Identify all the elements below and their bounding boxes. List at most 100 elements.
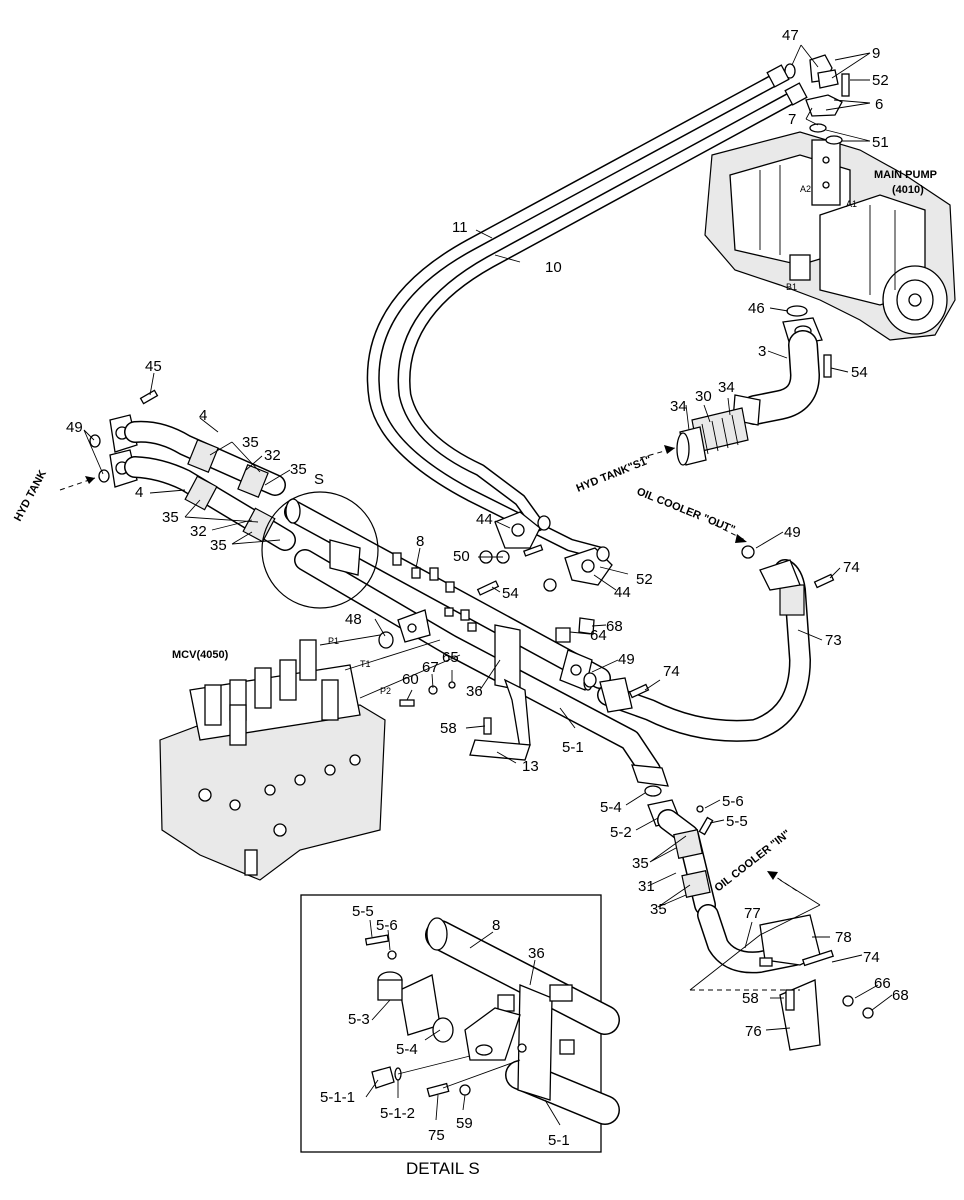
part-label-58: 58	[742, 990, 759, 1007]
detail-label-59: 59	[456, 1115, 473, 1132]
part-label-51: 51	[872, 134, 889, 151]
bracket-13	[469, 678, 531, 761]
part-label-64: 64	[590, 627, 607, 644]
part-label-49: 49	[66, 419, 83, 436]
main-pump-code: (4010)	[892, 184, 924, 196]
part-label-77: 77	[744, 905, 761, 922]
part-label-13: 13	[522, 758, 539, 775]
part-label-74: 74	[863, 949, 880, 966]
part-label-5-4: 5-4	[600, 799, 622, 816]
part-label-54: 54	[502, 585, 519, 602]
part-label-47: 47	[782, 27, 799, 44]
part-label-66: 66	[874, 975, 891, 992]
port-b1-label: B1	[786, 282, 797, 292]
part-label-4: 4	[199, 407, 207, 424]
hyd-tank-arrow	[59, 476, 96, 491]
part-label-31: 31	[638, 878, 655, 895]
main-pump	[704, 131, 956, 341]
part-label-60: 60	[402, 671, 419, 688]
part-label-76: 76	[745, 1023, 762, 1040]
detail-label-5-1-2: 5-1-2	[380, 1105, 415, 1122]
detail-s-caption: DETAIL S	[406, 1159, 480, 1178]
part-label-74: 74	[843, 559, 860, 576]
pump-top-fittings	[784, 54, 850, 145]
hose-11	[366, 70, 787, 560]
part-label-65: 65	[442, 649, 459, 666]
part-label-7: 7	[788, 111, 796, 128]
hose-end-flanges	[494, 511, 613, 586]
mcv-label: MCV(4050)	[172, 649, 229, 661]
detail-label-5-1-1: 5-1-1	[320, 1089, 355, 1106]
main-pump-label: MAIN PUMP	[874, 169, 937, 181]
part-label-67: 67	[422, 659, 439, 676]
part-label-9: 9	[872, 45, 880, 62]
tank-pipe-upper	[109, 414, 286, 498]
port-p1-label: P1	[328, 636, 339, 646]
detail-label-8: 8	[492, 917, 500, 934]
part-label-73: 73	[825, 632, 842, 649]
part-label-54: 54	[851, 364, 868, 381]
part-label-34: 34	[718, 379, 735, 396]
tank-pipe-lower	[109, 449, 296, 551]
part-label-5-2: 5-2	[610, 824, 632, 841]
part-label-45: 45	[145, 358, 162, 375]
mcv-valve-block	[159, 639, 386, 881]
part-label-4: 4	[135, 484, 143, 501]
part-label-46: 46	[748, 300, 765, 317]
part-label-35: 35	[290, 461, 307, 478]
part-label-49: 49	[618, 651, 635, 668]
detail-label-5-3: 5-3	[348, 1011, 370, 1028]
oil-cooler-out-pipe-73	[583, 545, 835, 742]
part-label-11: 11	[452, 219, 468, 236]
manifold-fittings	[378, 544, 595, 707]
manifold-pipe-8	[284, 498, 611, 689]
part-label-44: 44	[614, 584, 631, 601]
detail-label-36: 36	[528, 945, 545, 962]
hyd-tank-s1-arrow	[639, 445, 676, 459]
part-label-44: 44	[476, 511, 493, 528]
part-label-35: 35	[210, 537, 227, 554]
detail-label-5-5: 5-5	[352, 903, 374, 920]
bracket-76	[779, 979, 821, 1051]
port-p2-label: P2	[380, 686, 391, 696]
part-label-5-6: 5-6	[722, 793, 744, 810]
suction-pipe-3	[740, 305, 832, 425]
part-label-32: 32	[190, 523, 207, 540]
hyd-tank-label: HYD TANK	[12, 468, 49, 523]
part-label-78: 78	[835, 929, 852, 946]
detail-leader-lines	[365, 919, 561, 1126]
part-label-S: S	[314, 471, 324, 488]
part-label-68: 68	[892, 987, 909, 1004]
part-label-30: 30	[695, 388, 712, 405]
manifold-pipe-5-1	[294, 549, 661, 781]
part-number-labels: 47 9 52 6 7 51 11 10 46 3 54 34 30 34 45…	[66, 27, 909, 1040]
part-label-5-1: 5-1	[562, 739, 584, 756]
part-label-34: 34	[670, 398, 687, 415]
part-label-5-5: 5-5	[726, 813, 748, 830]
oil-cooler-out-label: OIL COOLER "OUT"	[635, 486, 737, 536]
detail-label-5-1: 5-1	[548, 1132, 570, 1149]
port-a2-label: A2	[800, 184, 811, 194]
part-label-6: 6	[875, 96, 883, 113]
port-a1-label: A1	[846, 199, 857, 209]
part-label-35: 35	[242, 434, 259, 451]
part-label-8: 8	[416, 533, 424, 550]
part-label-10: 10	[545, 259, 562, 276]
part-label-35: 35	[632, 855, 649, 872]
part-label-3: 3	[758, 343, 766, 360]
part-label-35: 35	[650, 901, 667, 918]
suction-hose-30	[676, 394, 761, 466]
hose-10	[397, 88, 804, 532]
part-label-35: 35	[162, 509, 179, 526]
oil-cooler-in-arrow	[767, 871, 801, 894]
part-label-32: 32	[264, 447, 281, 464]
oil-cooler-in-pipe	[644, 785, 874, 1019]
part-label-48: 48	[345, 611, 362, 628]
part-label-58: 58	[440, 720, 457, 737]
detail-label-75: 75	[428, 1127, 445, 1144]
part-label-74: 74	[663, 663, 680, 680]
part-label-49: 49	[784, 524, 801, 541]
detail-s-drawing	[364, 917, 620, 1125]
oil-cooler-out-arrow	[714, 524, 747, 543]
